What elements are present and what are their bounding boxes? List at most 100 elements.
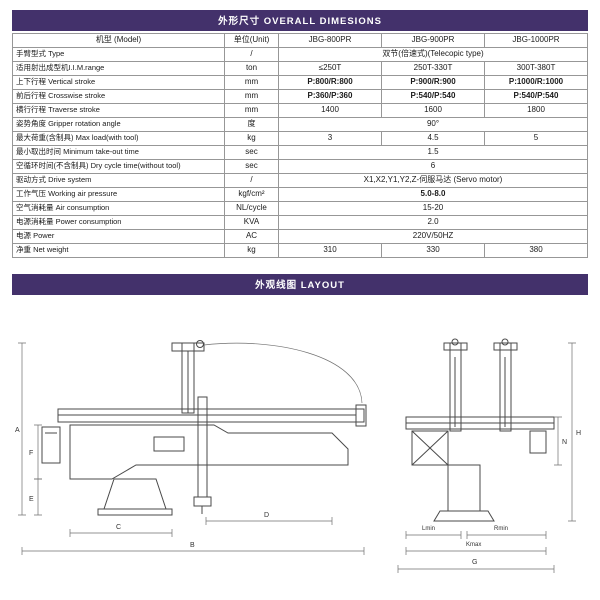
table-row: 前后行程 Crosswise stroke mm P:360/P:360 P:5… xyxy=(12,89,588,104)
spec-value: P:1000/R:1000 xyxy=(484,75,588,90)
spec-value: 300T-380T xyxy=(484,61,588,76)
layout-drawings: A F E C D B xyxy=(12,337,588,587)
spec-label: 驱动方式 Drive system xyxy=(12,173,225,188)
spec-value: 2.0 xyxy=(278,215,588,230)
spec-value: 250T-330T xyxy=(381,61,485,76)
table-header-row: 机型 (Model) 单位(Unit) JBG-800PR JBG-900PR … xyxy=(12,33,588,48)
spec-value: 90° xyxy=(278,117,588,132)
spec-unit: mm xyxy=(224,75,279,90)
dim-label-b: B xyxy=(190,542,195,549)
dimension-lines-right xyxy=(397,342,576,573)
spec-unit: sec xyxy=(224,159,279,174)
spec-value: 3 xyxy=(278,131,382,146)
spec-label: 最大荷重(含制具) Max load(with tool) xyxy=(12,131,225,146)
spec-label: 净重 Net weight xyxy=(12,243,225,258)
spec-unit: / xyxy=(224,47,279,62)
spec-unit: kg xyxy=(224,243,279,258)
spec-label: 前后行程 Crosswise stroke xyxy=(12,89,225,104)
table-row: 适用射出成型机I.I.M.range ton ≤250T 250T-330T 3… xyxy=(12,61,588,76)
table-row: 手臂型式 Type / 双节(倍速式)(Telecopic type) xyxy=(12,47,588,62)
dim-label-kmax: Kmax xyxy=(466,542,481,548)
spec-value: 5 xyxy=(484,131,588,146)
dim-label-h: H xyxy=(576,430,581,437)
machine-side-view-drawing: A F E C D B xyxy=(15,340,367,555)
spec-value: 1400 xyxy=(278,103,382,118)
robot-end-body xyxy=(405,338,555,522)
table-row: 横行行程 Traverse stroke mm 1400 1600 1800 xyxy=(12,103,588,118)
col-header-unit: 单位(Unit) xyxy=(224,33,279,48)
spec-value: X1,X2,Y1,Y2,Z-伺服马达 (Servo motor) xyxy=(278,173,588,188)
spec-unit: mm xyxy=(224,89,279,104)
spec-value: ≤250T xyxy=(278,61,382,76)
spec-label: 最小取出时间 Minimum take-out time xyxy=(12,145,225,160)
spec-value: P:900/R:900 xyxy=(381,75,485,90)
spec-unit: KVA xyxy=(224,215,279,230)
spec-value: P:360/P:360 xyxy=(278,89,382,104)
overall-dimensions-header: 外形尺寸 OVERALL DIMESIONS xyxy=(12,10,588,31)
spec-label: 姿势角度 Gripper rotation angle xyxy=(12,117,225,132)
spec-unit: AC xyxy=(224,229,279,244)
spec-value: 1800 xyxy=(484,103,588,118)
dim-label-lmin: Lmin xyxy=(422,526,435,532)
table-row: 上下行程 Vertical stroke mm P:800/R:800 P:90… xyxy=(12,75,588,90)
dim-label-d: D xyxy=(264,512,269,519)
spec-table: 机型 (Model) 单位(Unit) JBG-800PR JBG-900PR … xyxy=(12,33,588,258)
table-row: 空循环时间(不含制具) Dry cycle time(without tool)… xyxy=(12,159,588,174)
table-row: 电源消耗量 Power consumption KVA 2.0 xyxy=(12,215,588,230)
table-row: 工作气压 Working air pressure kgf/cm² 5.0-8.… xyxy=(12,187,588,202)
dim-label-n: N xyxy=(562,439,567,446)
spec-value: P:540/P:540 xyxy=(381,89,485,104)
robot-side-body xyxy=(41,340,367,516)
dimension-lines-left xyxy=(18,342,365,555)
layout-header: 外观线图 LAYOUT xyxy=(12,274,588,295)
dim-label-f: F xyxy=(29,450,33,457)
spec-label: 横行行程 Traverse stroke xyxy=(12,103,225,118)
spec-label: 电源消耗量 Power consumption xyxy=(12,215,225,230)
table-row: 电源 Power AC 220V/50HZ xyxy=(12,229,588,244)
spec-value: P:540/P:540 xyxy=(484,89,588,104)
spec-label: 电源 Power xyxy=(12,229,225,244)
spec-value: 双节(倍速式)(Telecopic type) xyxy=(278,47,588,62)
dim-label-rmin: Rmin xyxy=(494,526,508,532)
spec-label: 空气消耗量 Air consumption xyxy=(12,201,225,216)
spec-sheet-page: 外形尺寸 OVERALL DIMESIONS 机型 (Model) 单位(Uni… xyxy=(12,10,588,587)
spec-value: 15-20 xyxy=(278,201,588,216)
spec-unit: / xyxy=(224,173,279,188)
table-row: 空气消耗量 Air consumption NL/cycle 15-20 xyxy=(12,201,588,216)
spec-value: P:800/R:800 xyxy=(278,75,382,90)
spec-value: 4.5 xyxy=(381,131,485,146)
table-row: 最小取出时间 Minimum take-out time sec 1.5 xyxy=(12,145,588,160)
spec-unit: sec xyxy=(224,145,279,160)
dim-label-c: C xyxy=(116,524,121,531)
machine-end-view-drawing: N H Lmin Rmin Kmax G xyxy=(397,338,581,573)
spec-value: 5.0-8.0 xyxy=(278,187,588,202)
spec-label: 空循环时间(不含制具) Dry cycle time(without tool) xyxy=(12,159,225,174)
dim-label-a: A xyxy=(15,427,20,434)
dim-label-e: E xyxy=(29,496,34,503)
table-row: 姿势角度 Gripper rotation angle 度 90° xyxy=(12,117,588,132)
spec-label: 适用射出成型机I.I.M.range xyxy=(12,61,225,76)
spec-unit: kg xyxy=(224,131,279,146)
spec-value: 380 xyxy=(484,243,588,258)
spec-unit: mm xyxy=(224,103,279,118)
overall-dimensions-title: 外形尺寸 OVERALL DIMESIONS xyxy=(218,16,382,27)
table-row: 驱动方式 Drive system / X1,X2,Y1,Y2,Z-伺服马达 (… xyxy=(12,173,588,188)
table-row: 最大荷重(含制具) Max load(with tool) kg 3 4.5 5 xyxy=(12,131,588,146)
spec-value: 1600 xyxy=(381,103,485,118)
spec-label: 工作气压 Working air pressure xyxy=(12,187,225,202)
spec-unit: ton xyxy=(224,61,279,76)
spec-value: 330 xyxy=(381,243,485,258)
spec-label: 手臂型式 Type xyxy=(12,47,225,62)
layout-title: 外观线图 LAYOUT xyxy=(255,280,345,291)
col-header-jbg-900pr: JBG-900PR xyxy=(381,33,485,48)
col-header-jbg-1000pr: JBG-1000PR xyxy=(484,33,588,48)
spec-unit: 度 xyxy=(224,117,279,132)
col-header-model: 机型 (Model) xyxy=(12,33,225,48)
spec-value: 310 xyxy=(278,243,382,258)
spec-value: 220V/50HZ xyxy=(278,229,588,244)
dim-label-g: G xyxy=(472,559,477,566)
spec-value: 1.5 xyxy=(278,145,588,160)
spec-label: 上下行程 Vertical stroke xyxy=(12,75,225,90)
table-row: 净重 Net weight kg 310 330 380 xyxy=(12,243,588,258)
spec-unit: kgf/cm² xyxy=(224,187,279,202)
